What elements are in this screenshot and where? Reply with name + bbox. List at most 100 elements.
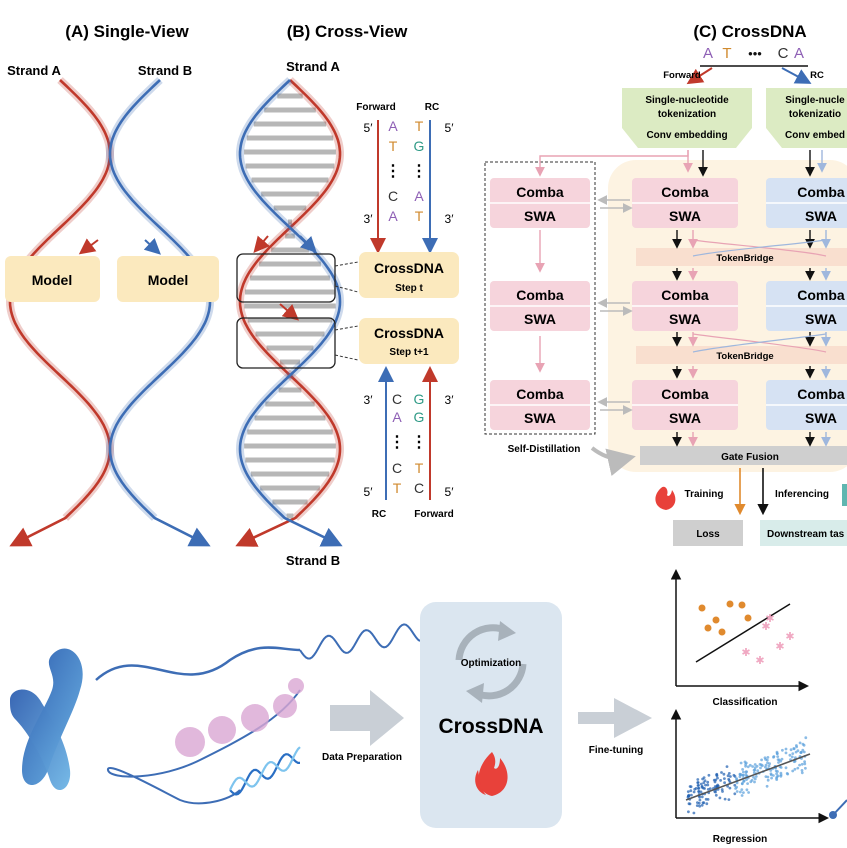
regression-point — [727, 772, 731, 775]
sequence-letter: A — [794, 45, 804, 62]
regression-point — [765, 784, 769, 788]
regression-point — [759, 766, 762, 770]
regression-point — [697, 784, 700, 787]
regression-point — [703, 787, 706, 790]
panel-a-strand-b — [105, 77, 215, 547]
comba-label: Comba — [661, 184, 709, 200]
panel-a-title: (A) Single-View — [65, 22, 189, 41]
regression-point — [733, 783, 737, 787]
regression-point — [800, 762, 804, 766]
sequence-letter: T — [722, 45, 731, 62]
tokenizer-left-line2: tokenization — [658, 109, 716, 120]
regression-point — [702, 781, 706, 785]
regression-point — [763, 756, 767, 760]
regression-point — [753, 780, 756, 784]
panel-a-strand-a — [5, 77, 115, 547]
regression-point — [750, 778, 754, 782]
regression-point — [742, 770, 745, 774]
tokenbridge-bar — [636, 248, 847, 266]
regression-point — [752, 775, 755, 779]
regression-point — [706, 783, 710, 787]
regression-point — [740, 782, 744, 785]
regression-point — [742, 773, 745, 777]
regression-point — [776, 770, 779, 773]
chromosome-illustration — [10, 648, 83, 791]
comba-label: Comba — [797, 386, 845, 402]
downstream-task-box — [760, 520, 847, 546]
swa-label: SWA — [805, 410, 837, 426]
regression-point — [704, 783, 707, 787]
sequence-letter: ••• — [748, 46, 762, 61]
class-b-point: ✱ — [755, 655, 764, 667]
regression-point — [772, 774, 775, 777]
ellipsis: ⋮ — [411, 163, 427, 180]
crossdna-label: CrossDNA — [438, 715, 543, 738]
class-a-point — [744, 614, 752, 622]
dash-connector — [334, 354, 359, 361]
class-b-point: ✱ — [775, 641, 784, 653]
comba-label: Comba — [516, 386, 564, 402]
regression-point — [687, 794, 691, 798]
regression-point — [713, 790, 717, 793]
regression-point — [753, 763, 757, 766]
panel-c-flow-arrows — [535, 150, 831, 447]
swa-label: SWA — [669, 208, 701, 224]
tokenbridge-label: TokenBridge — [716, 351, 773, 362]
regression-point — [798, 763, 801, 767]
regression-point — [735, 790, 739, 793]
regression-point — [803, 762, 807, 766]
regression-point — [798, 741, 802, 745]
regression-point — [777, 761, 780, 764]
regression-point — [753, 777, 757, 781]
ellipsis: ⋮ — [411, 434, 427, 451]
prime-3-label: 3′ — [364, 212, 374, 226]
regression-point — [753, 768, 757, 772]
strand-b-path-glow — [235, 77, 345, 521]
panel-a-arrow-right — [143, 237, 161, 255]
data-preparation-arrow — [330, 690, 404, 746]
sequence-letter: A — [703, 45, 713, 62]
regression-plot — [670, 709, 829, 824]
swa-label: SWA — [524, 208, 556, 224]
strand-a-path-glow — [235, 77, 345, 521]
regression-point — [756, 769, 760, 773]
regression-point — [804, 736, 808, 740]
regression-point — [726, 774, 730, 778]
panel-b-strand-b-label: Strand B — [286, 553, 340, 568]
regression-point — [689, 789, 693, 793]
panel-a-strand-b-label: Strand B — [138, 63, 192, 78]
strand-a-path — [8, 79, 112, 547]
regression-point — [692, 790, 696, 794]
base-letter: C — [392, 391, 402, 407]
regression-point — [714, 778, 718, 782]
read-arrow — [299, 235, 317, 253]
regression-point — [722, 772, 726, 776]
regression-point — [698, 795, 701, 799]
comba-label: Comba — [661, 386, 709, 402]
coiled-dna — [299, 623, 421, 660]
data-preparation-label: Data Preparation — [322, 752, 402, 763]
fire-icon — [655, 486, 676, 510]
base-letter: A — [388, 118, 398, 134]
regression-point — [699, 782, 703, 786]
regression-point — [800, 771, 804, 775]
comba-label: Comba — [516, 184, 564, 200]
regression-point — [686, 790, 690, 793]
regression-point — [776, 774, 780, 778]
regression-point — [795, 745, 798, 749]
regression-point — [799, 750, 803, 754]
regression-point — [784, 747, 788, 751]
class-b-point: ✱ — [765, 613, 774, 625]
regression-point — [723, 797, 727, 801]
step-t-title: CrossDNA — [374, 260, 444, 276]
regression-point — [698, 798, 702, 802]
regression-point — [766, 778, 770, 782]
regression-point — [779, 759, 783, 763]
regression-point — [751, 765, 754, 768]
regression-point — [780, 757, 784, 761]
optimization-loop-head — [498, 621, 516, 641]
base-letter: T — [415, 460, 424, 476]
